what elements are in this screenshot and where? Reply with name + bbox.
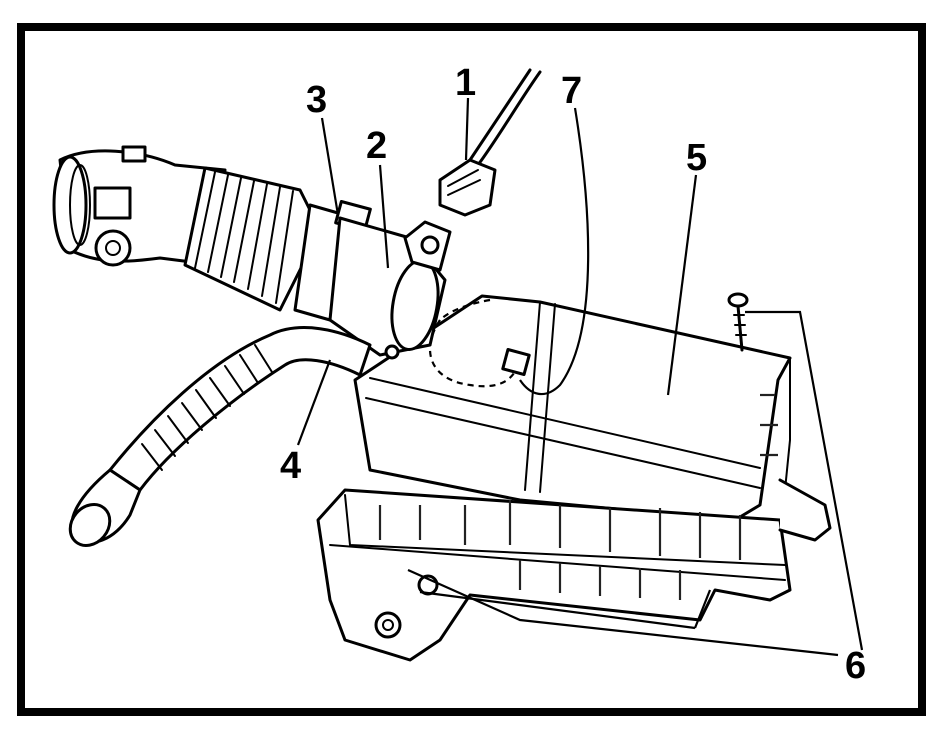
lower-hose-corrugation [141,344,273,471]
intake-hose [52,145,452,357]
callout-5: 5 [686,137,707,179]
hose-corrugation [194,171,294,304]
sensor-connector [438,68,542,217]
mounting-bolt [727,292,749,352]
leader-lines [296,97,864,657]
callout-4: 4 [280,445,301,487]
callout-labels: 1 2 3 4 5 6 7 [280,62,866,687]
housing-ribs [378,393,778,600]
lower-hose [68,326,400,547]
callout-6: 6 [845,645,866,687]
callout-7: 7 [561,70,582,112]
callout-1: 1 [455,62,476,104]
air-filter-housing [316,294,832,662]
callout-3: 3 [306,79,327,121]
callout-2: 2 [366,125,387,167]
